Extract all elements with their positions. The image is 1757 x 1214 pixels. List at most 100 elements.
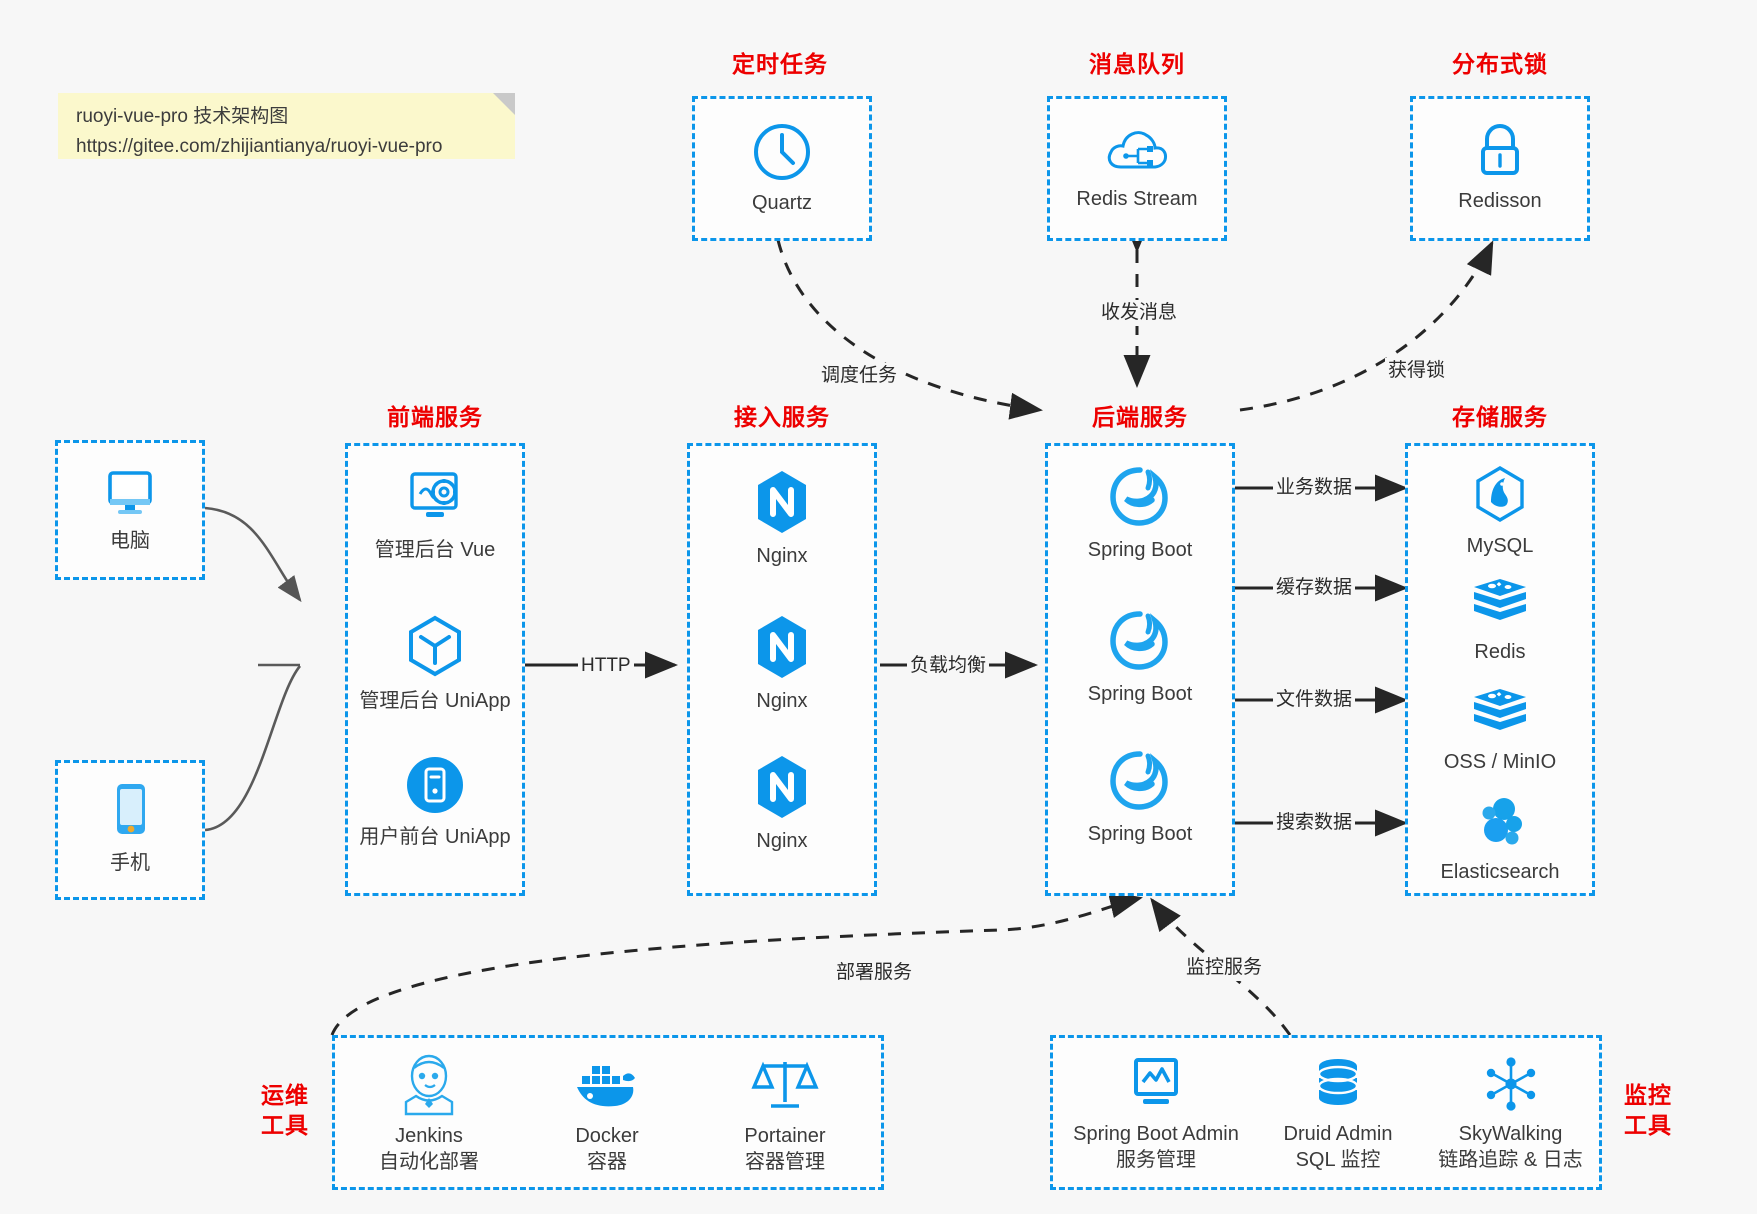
group-box-mq: Redis Stream <box>1047 96 1227 241</box>
hexagon-cube-icon <box>403 613 467 681</box>
group-title-devops: 运维 工具 <box>255 1080 315 1140</box>
node-nginx-1[interactable]: Nginx <box>690 468 874 569</box>
edge-label-acquire-lock: 获得锁 <box>1385 358 1449 384</box>
edge-label-http: HTTP <box>578 653 634 679</box>
node-label: Redis <box>1474 641 1526 663</box>
node-redis[interactable]: Redis <box>1408 574 1592 665</box>
group-title-frontend: 前端服务 <box>387 404 483 430</box>
node-spring-boot-admin[interactable]: Spring Boot Admin 服务管理 <box>1061 1054 1251 1173</box>
node-sublabel: 容器管理 <box>745 1151 825 1173</box>
node-redis-stream[interactable]: Redis Stream <box>1050 121 1224 212</box>
spring-boot-icon <box>1107 748 1173 814</box>
node-label: Elasticsearch <box>1440 861 1560 883</box>
nginx-icon <box>751 613 813 681</box>
lock-icon <box>1471 121 1529 181</box>
note-title: ruoyi-vue-pro 技术架构图 <box>76 106 289 127</box>
group-title-monitor-line1: 监控 <box>1624 1082 1672 1108</box>
group-title-gateway: 接入服务 <box>734 404 830 430</box>
edge-label-business-data: 业务数据 <box>1273 475 1356 501</box>
clock-icon <box>751 121 813 183</box>
node-nginx-2[interactable]: Nginx <box>690 613 874 714</box>
node-spring-boot-3[interactable]: Spring Boot <box>1048 748 1232 847</box>
group-box-client-mobile: 手机 <box>55 760 205 900</box>
node-label: 手机 <box>110 852 150 874</box>
node-label: Redisson <box>1458 190 1542 212</box>
node-label: Spring Boot <box>1087 823 1193 845</box>
note-fold-icon <box>493 93 515 115</box>
node-mysql[interactable]: MySQL <box>1408 464 1592 559</box>
edge-label-message: 收发消息 <box>1098 300 1181 326</box>
node-label: Docker <box>575 1125 639 1147</box>
edge-label-schedule-task: 调度任务 <box>818 363 901 389</box>
group-title-mq: 消息队列 <box>1089 51 1185 77</box>
node-sublabel: 自动化部署 <box>379 1151 479 1173</box>
node-label: Spring Boot Admin <box>1073 1123 1239 1145</box>
group-title-backend: 后端服务 <box>1092 404 1188 430</box>
node-label: Druid Admin <box>1283 1123 1393 1145</box>
cloud-stream-icon <box>1104 121 1170 179</box>
node-spring-boot-1[interactable]: Spring Boot <box>1048 464 1232 563</box>
node-jenkins[interactable]: Jenkins 自动化部署 <box>349 1054 509 1175</box>
group-box-storage: MySQL Redis <box>1405 443 1595 896</box>
node-admin-vue[interactable]: 管理后台 Vue <box>348 468 522 563</box>
node-label: Redis Stream <box>1076 188 1198 210</box>
node-label: Spring Boot <box>1087 539 1193 561</box>
spring-boot-icon <box>1107 608 1173 674</box>
edge-label-cache-data: 缓存数据 <box>1273 575 1356 601</box>
nginx-icon <box>751 753 813 821</box>
node-docker[interactable]: Docker 容器 <box>527 1054 687 1175</box>
note-url: https://gitee.com/zhijiantianya/ruoyi-vu… <box>76 136 443 157</box>
sticky-note: ruoyi-vue-pro 技术架构图 https://gitee.com/zh… <box>58 93 515 159</box>
node-label: MySQL <box>1466 535 1534 557</box>
node-skywalking[interactable]: SkyWalking 链路追踪 & 日志 <box>1423 1054 1598 1173</box>
node-admin-uniapp[interactable]: 管理后台 UniApp <box>348 613 522 714</box>
database-icon <box>1258 1054 1418 1114</box>
group-box-frontend: 管理后台 Vue 管理后台 UniApp 用户前台 UniApp <box>345 443 525 896</box>
node-portainer[interactable]: Portainer 容器管理 <box>705 1054 865 1175</box>
node-label: Nginx <box>756 545 808 567</box>
group-box-backend: Spring Boot Spring Boot Spring Boot <box>1045 443 1235 896</box>
monitor-chart-icon <box>1061 1054 1251 1114</box>
group-box-gateway: Nginx Nginx Nginx <box>687 443 877 896</box>
node-label: Nginx <box>756 830 808 852</box>
node-sublabel: 服务管理 <box>1116 1149 1196 1171</box>
node-oss-minio[interactable]: OSS / MinIO <box>1408 684 1592 775</box>
desktop-icon <box>99 463 161 521</box>
node-label: Quartz <box>751 192 813 214</box>
node-desktop[interactable]: 电脑 <box>58 463 202 554</box>
docker-icon <box>527 1054 687 1116</box>
node-label: 电脑 <box>110 530 150 552</box>
node-sublabel: 容器 <box>587 1151 627 1173</box>
group-box-scheduler: Quartz <box>692 96 872 241</box>
group-title-lock: 分布式锁 <box>1452 51 1548 77</box>
edge-label-load-balance: 负载均衡 <box>907 653 990 679</box>
node-label: SkyWalking <box>1458 1123 1563 1145</box>
edge-label-search-data: 搜索数据 <box>1273 810 1356 836</box>
group-title-storage: 存储服务 <box>1452 404 1548 430</box>
jenkins-icon <box>349 1054 509 1116</box>
group-title-devops-line1: 运维 <box>261 1082 309 1108</box>
scales-icon <box>705 1054 865 1116</box>
node-label: OSS / MinIO <box>1443 751 1557 773</box>
skywalking-icon <box>1423 1054 1598 1114</box>
edge-label-monitor: 监控服务 <box>1183 955 1266 981</box>
node-druid-admin[interactable]: Druid Admin SQL 监控 <box>1258 1054 1418 1173</box>
node-nginx-3[interactable]: Nginx <box>690 753 874 854</box>
edge-label-deploy: 部署服务 <box>833 960 916 986</box>
node-label: 用户前台 UniApp <box>359 826 511 848</box>
group-title-devops-line2: 工具 <box>261 1112 309 1138</box>
group-title-scheduler: 定时任务 <box>732 51 828 77</box>
oss-icon <box>1468 684 1532 742</box>
node-mobile[interactable]: 手机 <box>58 779 202 876</box>
nginx-icon <box>751 468 813 536</box>
node-spring-boot-2[interactable]: Spring Boot <box>1048 608 1232 707</box>
node-quartz[interactable]: Quartz <box>695 121 869 216</box>
node-label: Portainer <box>744 1125 826 1147</box>
node-label: 管理后台 UniApp <box>359 690 511 712</box>
node-label: Jenkins <box>395 1125 463 1147</box>
mobile-icon <box>104 779 156 843</box>
node-user-uniapp[interactable]: 用户前台 UniApp <box>348 753 522 850</box>
node-elasticsearch[interactable]: Elasticsearch <box>1408 794 1592 885</box>
node-redisson[interactable]: Redisson <box>1413 121 1587 214</box>
